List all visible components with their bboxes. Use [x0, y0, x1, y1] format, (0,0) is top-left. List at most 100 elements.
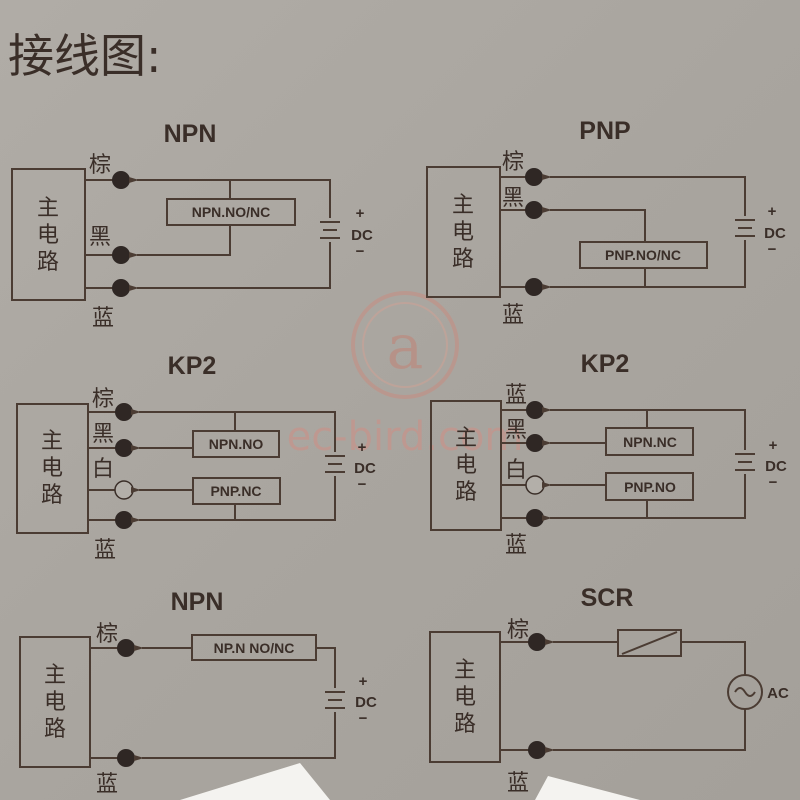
main-circuit-box — [11, 168, 86, 301]
sensor-module-label: PNP.NC — [210, 483, 261, 499]
minus-sign: − — [769, 474, 778, 491]
main-circuit-label: 电 — [454, 685, 476, 710]
panel-title: SCR — [581, 584, 634, 612]
wire-label-brown: 棕 — [507, 618, 529, 643]
plus-sign: + — [356, 205, 365, 222]
minus-sign: − — [768, 241, 777, 258]
main-circuit-box — [429, 631, 501, 763]
wire-label-brown: 棕 — [89, 153, 111, 178]
dc-battery-icon — [734, 219, 756, 237]
panel-kp2-right: KP2 主 电 路 蓝 黑 白 蓝 NPN.NC PNP.NO + DC − — [430, 350, 787, 558]
main-circuit-label: 电 — [44, 690, 66, 715]
wire-label-blue: 蓝 — [507, 771, 529, 796]
wire-label-blue: 蓝 — [505, 383, 527, 408]
main-circuit-label: 路 — [37, 250, 59, 275]
main-circuit-label: 路 — [41, 483, 63, 508]
wire-label-brown: 棕 — [92, 387, 114, 412]
sensor-module-box — [192, 430, 280, 458]
sensor-module-label: PNP.NO/NC — [605, 247, 681, 263]
sensor-module-box — [579, 241, 708, 269]
minus-sign: − — [356, 243, 365, 260]
wire-label-brown: 棕 — [96, 622, 118, 647]
watermark-text: ec-bird.com — [287, 414, 524, 460]
sensor-module-label: NPN.NO/NC — [192, 204, 271, 220]
main-circuit-label: 电 — [41, 456, 63, 481]
wire-label-blue: 蓝 — [92, 306, 114, 331]
terminal — [526, 434, 544, 452]
dc-label: DC — [351, 227, 373, 244]
dc-battery-icon — [734, 453, 756, 471]
main-circuit-label: 主 — [452, 193, 474, 218]
panel-kp2-left: KP2 主 电 路 棕 黑 白 蓝 NPN.NO PNP.NC + DC − — [16, 352, 376, 563]
minus-sign: − — [358, 476, 367, 493]
dc-label: DC — [765, 458, 787, 475]
main-circuit-label: 路 — [455, 480, 477, 505]
terminal — [117, 639, 135, 657]
wire-label-white: 白 — [92, 457, 114, 482]
sensor-module-label: NPN.NC — [623, 434, 677, 450]
panel-scr: SCR 主 电 路 棕 蓝 AC — [429, 584, 789, 796]
panel-title: PNP — [579, 117, 630, 145]
plus-sign: + — [768, 203, 777, 220]
wire-label-brown: 棕 — [502, 150, 524, 175]
open-terminal — [525, 475, 545, 495]
wire-label-white: 白 — [505, 458, 527, 483]
panel-npn-bottom: NPN 主 电 路 棕 蓝 NP.N NO/NC + DC − — [19, 588, 377, 797]
terminal — [525, 278, 543, 296]
terminal — [112, 279, 130, 297]
panel-title: NPN — [171, 588, 224, 616]
terminal — [528, 741, 546, 759]
panel-title: KP2 — [581, 350, 630, 378]
wire-label-blue: 蓝 — [505, 533, 527, 558]
ac-label: AC — [767, 685, 789, 702]
plus-sign: + — [358, 439, 367, 456]
main-circuit-label: 路 — [454, 712, 476, 737]
terminal — [115, 403, 133, 421]
main-circuit-label: 主 — [41, 429, 63, 454]
main-circuit-box — [430, 400, 502, 531]
dc-label: DC — [354, 460, 376, 477]
main-circuit-label: 路 — [452, 247, 474, 272]
plus-sign: + — [359, 673, 368, 690]
wire-label-blue: 蓝 — [96, 772, 118, 797]
main-circuit-label: 路 — [44, 717, 66, 742]
terminal — [525, 168, 543, 186]
sensor-module-box — [605, 472, 694, 501]
sensor-module-label: NP.N NO/NC — [214, 640, 295, 656]
dc-label: DC — [764, 225, 786, 242]
dc-battery-icon — [319, 221, 341, 239]
dc-label: DC — [355, 694, 377, 711]
wire-label-blue: 蓝 — [94, 538, 116, 563]
wire-label-blue: 蓝 — [502, 303, 524, 328]
terminal — [112, 246, 130, 264]
wire-label-black: 黑 — [505, 418, 527, 443]
main-circuit-label: 主 — [454, 658, 476, 683]
terminal — [528, 633, 546, 651]
panel-pnp-top: PNP 主 电 路 棕 黑 蓝 PNP.NO/NC + DC − — [426, 117, 786, 328]
main-circuit-box — [19, 636, 91, 768]
main-circuit-box — [16, 403, 89, 534]
glare-patch — [180, 763, 330, 800]
terminal — [526, 401, 544, 419]
terminal — [526, 509, 544, 527]
main-circuit-label: 电 — [455, 453, 477, 478]
plus-sign: + — [769, 437, 778, 454]
terminal — [112, 171, 130, 189]
main-circuit-label: 主 — [455, 426, 477, 451]
panel-title: KP2 — [168, 352, 217, 380]
sensor-module-label: NPN.NO — [209, 436, 264, 452]
svg-text:a: a — [387, 310, 424, 383]
main-circuit-box — [426, 166, 501, 298]
dc-battery-icon — [324, 691, 346, 709]
page-title: 接线图: — [8, 29, 162, 83]
watermark-logo: a — [351, 291, 459, 399]
terminal — [115, 511, 133, 529]
wire-label-black: 黑 — [92, 422, 114, 447]
main-circuit-label: 电 — [37, 223, 59, 248]
terminal — [117, 749, 135, 767]
open-terminal — [114, 480, 134, 500]
sensor-module-box — [605, 427, 694, 456]
panel-title: NPN — [164, 120, 217, 148]
